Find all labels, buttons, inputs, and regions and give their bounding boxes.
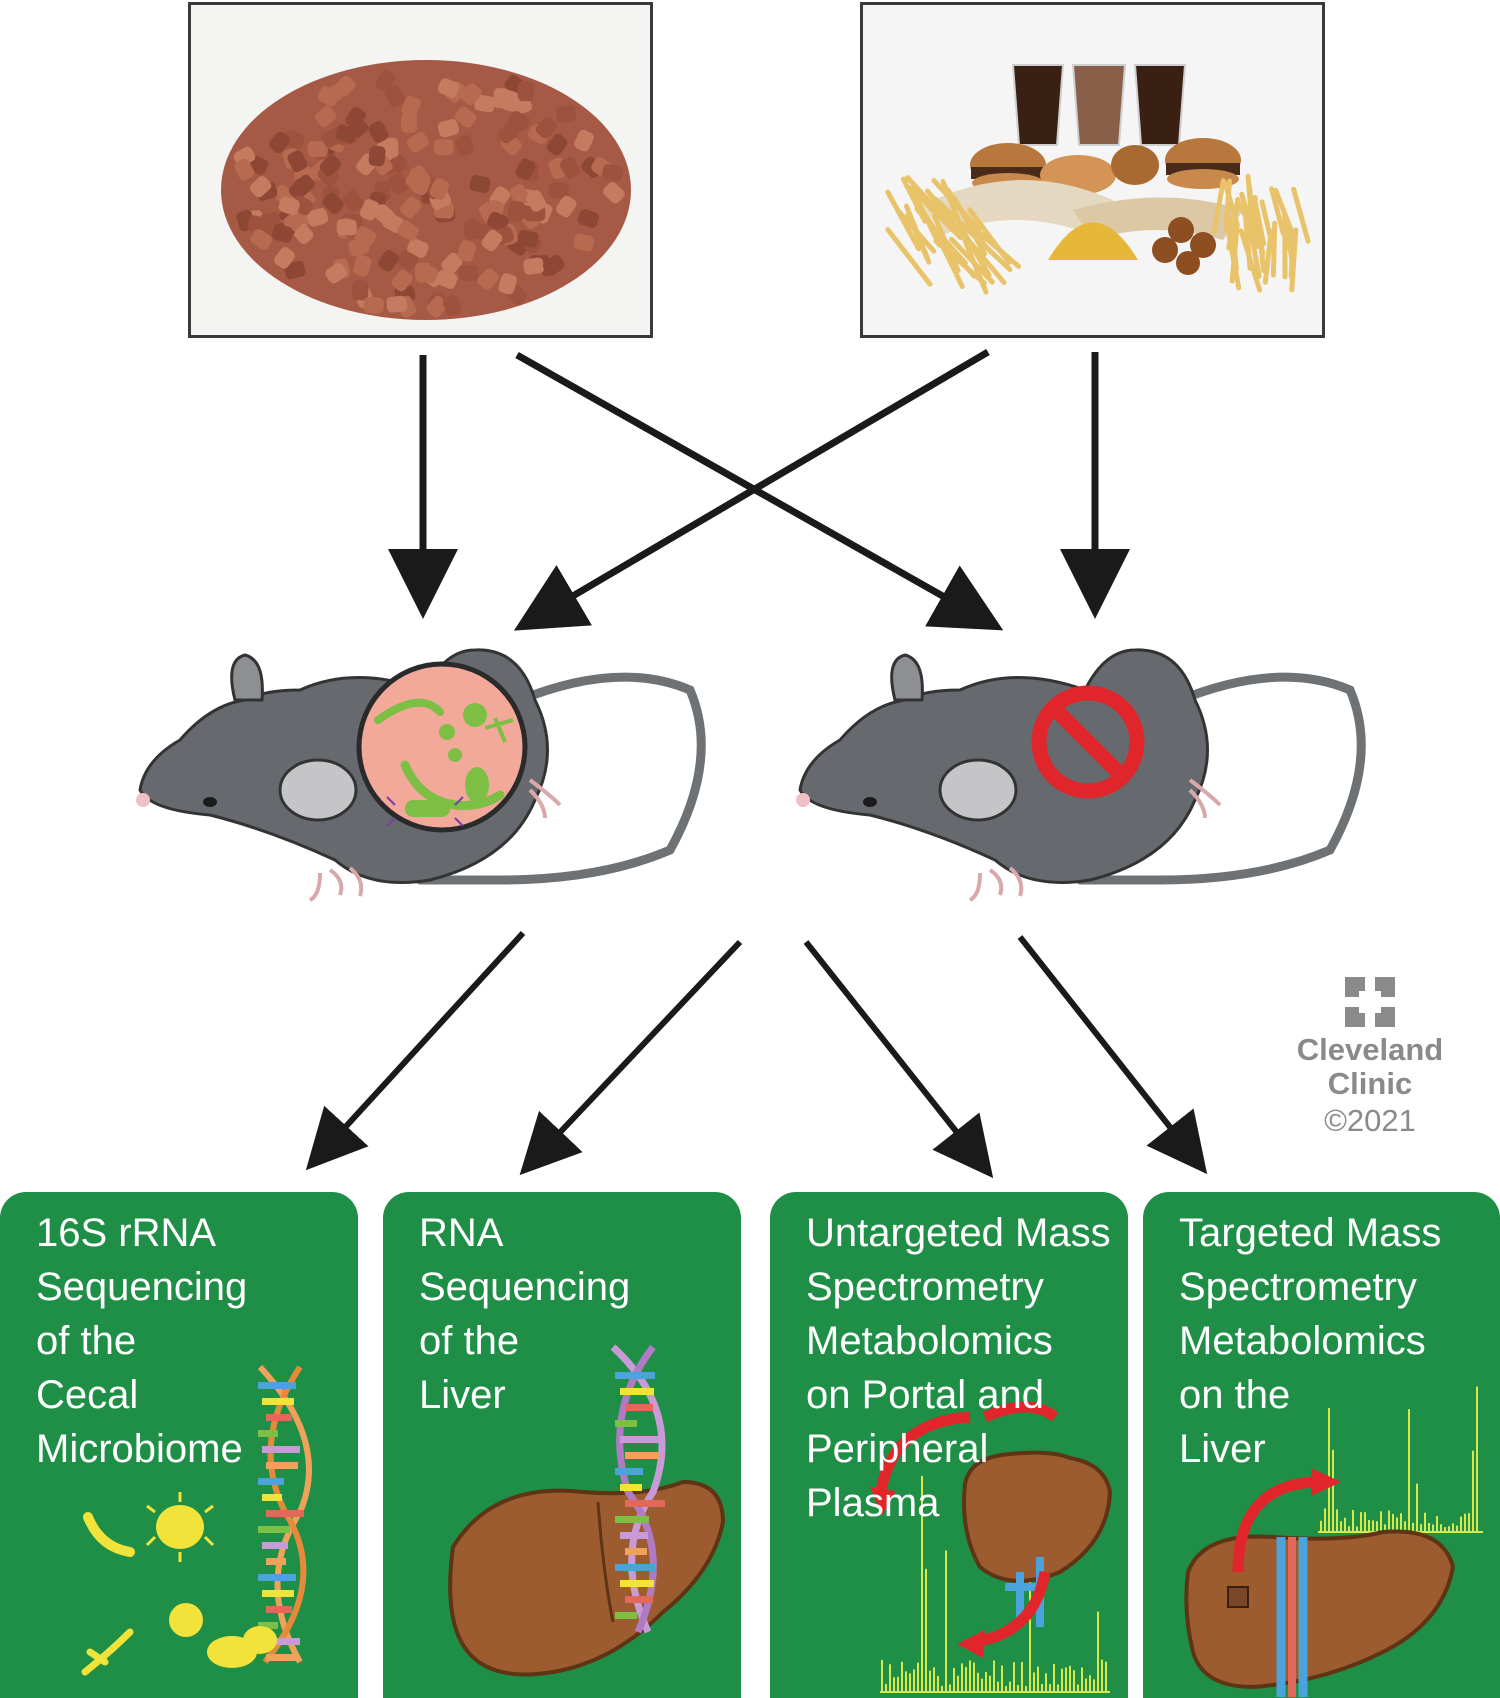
arrow-to-untargeted-panel	[803, 940, 994, 1179]
arrow-to-rna-panel	[519, 939, 743, 1176]
panel-16s-rrna: 16S rRNA Sequencing of the Cecal Microbi…	[0, 1192, 358, 1698]
liver-dna-illustration	[448, 1344, 726, 1677]
mouse-with-microbiome	[136, 648, 706, 902]
panel-title-16s: 16S rRNA Sequencing of the Cecal Microbi…	[36, 1211, 248, 1471]
panel-title-targeted: Targeted Mass Spectrometry Metabolomics …	[1179, 1211, 1442, 1471]
panel-title-rna: RNA Sequencing of the Liver	[419, 1211, 631, 1417]
cleveland-clinic-mark-icon	[1345, 977, 1395, 1027]
western-diet-photo	[860, 2, 1325, 338]
soda-cups	[1011, 64, 1187, 146]
arrow-western-to-left-mouse	[513, 348, 990, 631]
logo-copyright: ©2021	[1324, 1103, 1416, 1138]
prohibition-icon	[1031, 685, 1145, 799]
liver-spectrum-illustration-targeted	[1184, 1386, 1483, 1697]
arrow-to-microbiome-panel	[305, 930, 526, 1171]
panel-rna-seq: RNA Sequencing of the Liver	[383, 1192, 741, 1698]
panel-untargeted-ms: Untargeted Mass Spectrometry Metabolomic…	[770, 1192, 1128, 1698]
germ-free-mouse	[796, 648, 1366, 902]
chow-pellets-photo	[188, 2, 653, 338]
chow-pellets-image	[191, 5, 650, 335]
arrow-to-targeted-panel	[1017, 935, 1208, 1175]
logo-line-2: Clinic	[1327, 1066, 1413, 1101]
panel-title-untargeted: Untargeted Mass Spectrometry Metabolomic…	[806, 1211, 1111, 1525]
western-diet-image	[863, 5, 1322, 335]
logo-line-1: Cleveland	[1296, 1032, 1444, 1067]
liver-spectrum-illustration-portal	[870, 1401, 1113, 1693]
dna-microbes-illustration	[81, 1364, 312, 1676]
cleveland-clinic-logo: Cleveland Clinic ©2021	[1280, 975, 1460, 1141]
panel-targeted-ms: Targeted Mass Spectrometry Metabolomics …	[1143, 1192, 1500, 1698]
